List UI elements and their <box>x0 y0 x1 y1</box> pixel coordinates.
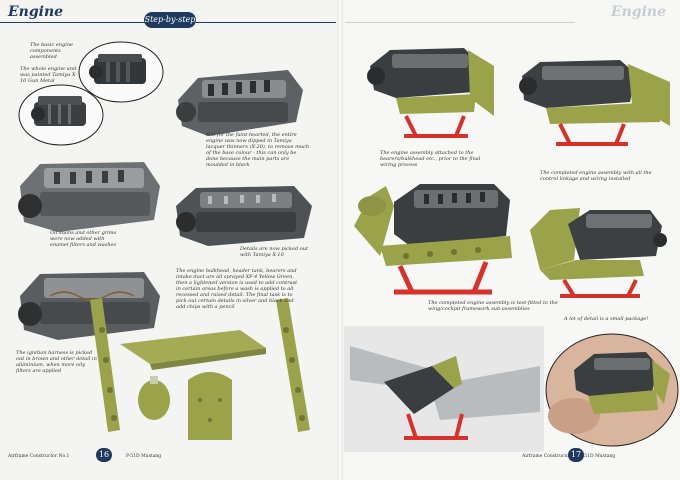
caption-lacquer-thinners: Not for the faint-hearted, the entire en… <box>206 132 310 168</box>
engine-photo-gunmetal <box>176 70 303 136</box>
footer-publication-right: Airframe Constructor No.1 <box>522 454 584 459</box>
hand-held-engine-photo <box>545 333 679 447</box>
caption-completed-assembly: The completed engine assembly with all t… <box>540 170 652 182</box>
engine-side-view-photo <box>530 208 667 298</box>
footer-credit-right: P-51D Mustang <box>580 454 616 459</box>
caption-ignition-harness: The ignition harness is picked out in br… <box>16 350 97 374</box>
engine-photo-weathered <box>18 162 160 232</box>
page-title-right: Engine <box>610 4 666 20</box>
caption-test-fitted: The completed engine assembly is test-fi… <box>428 300 558 312</box>
step-by-step-tab: Step-by-step <box>144 12 196 28</box>
engine-on-stand-photo-2 <box>519 60 670 146</box>
footer-publication-left: Airframe Constructor No.1 <box>8 454 70 459</box>
caption-details-picked-out: Details are now picked out with Tamiya X… <box>240 246 308 258</box>
engine-photo-detailed <box>176 186 312 246</box>
page-number-right: 17 <box>568 448 584 462</box>
caption-lot-of-detail: A lot of detail is a small package! <box>564 316 649 322</box>
page-number-left: 16 <box>96 448 112 462</box>
footer-credit-left: P-51D Mustang <box>126 454 162 459</box>
caption-basic-components: The basic engine components assembled <box>30 42 73 60</box>
airframe-test-fit-photo <box>344 326 544 452</box>
header-rule <box>345 22 575 23</box>
page-title-left: Engine <box>8 4 64 20</box>
page-gutter <box>337 0 343 480</box>
bulkhead-parts-photo <box>90 298 310 440</box>
header-rule <box>0 22 145 23</box>
header-rule <box>196 22 336 23</box>
engine-on-stand-photo-1 <box>367 48 494 138</box>
engine-inset-photo-1 <box>78 41 164 103</box>
caption-gun-metal: The whole engine unit was painted Tamiya… <box>20 66 77 84</box>
completed-engine-photo <box>354 184 512 295</box>
engine-inset-photo-2 <box>18 84 104 146</box>
caption-oil-stains: Oil stains and other grime were now adde… <box>50 230 117 248</box>
caption-bulkhead-painting: The engine bulkhead, header tank, bearer… <box>176 268 298 310</box>
caption-assembly-attached: The engine assembly attached to the bear… <box>380 150 481 168</box>
